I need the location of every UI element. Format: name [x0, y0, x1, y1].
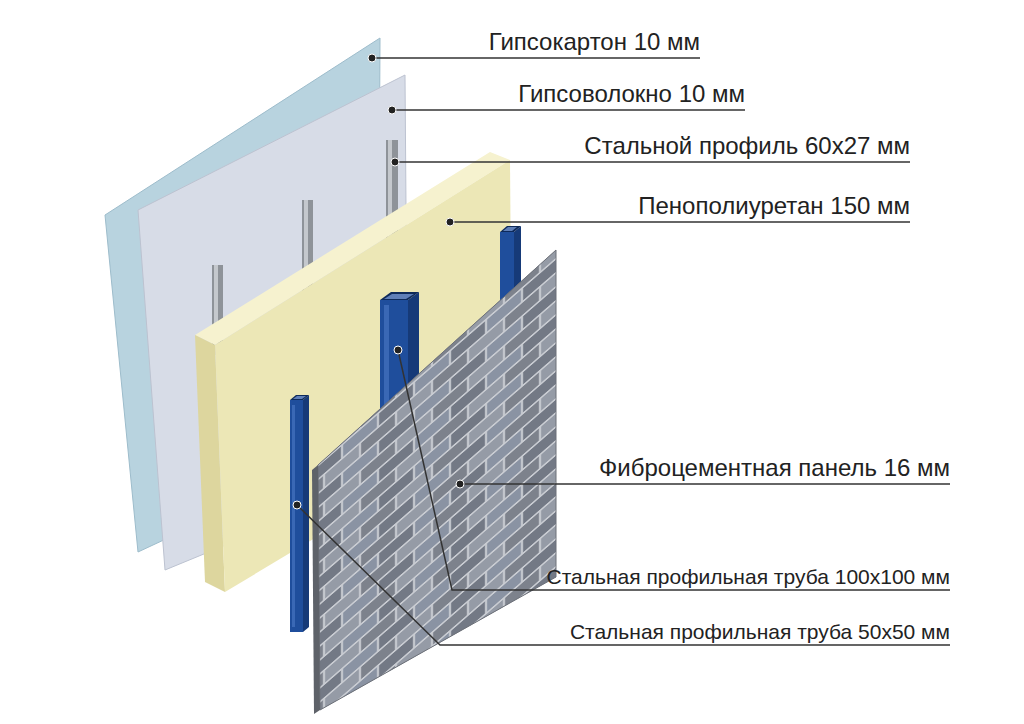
leader-dot	[391, 158, 399, 166]
leader-dots	[293, 54, 464, 509]
leader-line	[392, 109, 745, 111]
part-label: Гипсокартон 10 мм	[489, 28, 700, 57]
tube-hollow	[293, 396, 306, 399]
part-label: Фиброцементная панель 16 мм	[599, 454, 950, 483]
leader-line	[395, 161, 910, 163]
leader-line	[398, 350, 950, 590]
leader-dot	[446, 218, 454, 226]
panel-edge	[312, 465, 320, 714]
part-label: Гипсоволокно 10 мм	[518, 80, 745, 109]
leader-line	[450, 221, 910, 223]
tube-hollow	[384, 294, 414, 299]
tube-top	[380, 292, 419, 300]
tube-hollow	[503, 227, 517, 231]
tube-top	[500, 226, 521, 232]
leader-line	[372, 57, 700, 59]
panel-bricks	[318, 250, 556, 710]
part-label: Пенополиуретан 150 мм	[638, 192, 910, 221]
leader-lines	[297, 58, 950, 645]
panel-base	[318, 250, 556, 710]
tube-face	[290, 400, 303, 632]
part-label: Стальная профильная труба 50х50 мм	[570, 619, 950, 644]
part-label: Стальной профиль 60х27 мм	[584, 132, 910, 161]
part-label: Стальная профильная труба 100х100 мм	[547, 564, 950, 589]
leader-dot	[388, 106, 396, 114]
tube-top	[290, 395, 309, 400]
leader-dot	[293, 501, 301, 509]
leader-line	[297, 505, 950, 645]
leader-dot	[394, 346, 402, 354]
tube-highlight	[292, 405, 295, 627]
leader-line	[460, 483, 950, 485]
leader-dot	[368, 54, 376, 62]
leader-dot	[456, 480, 464, 488]
